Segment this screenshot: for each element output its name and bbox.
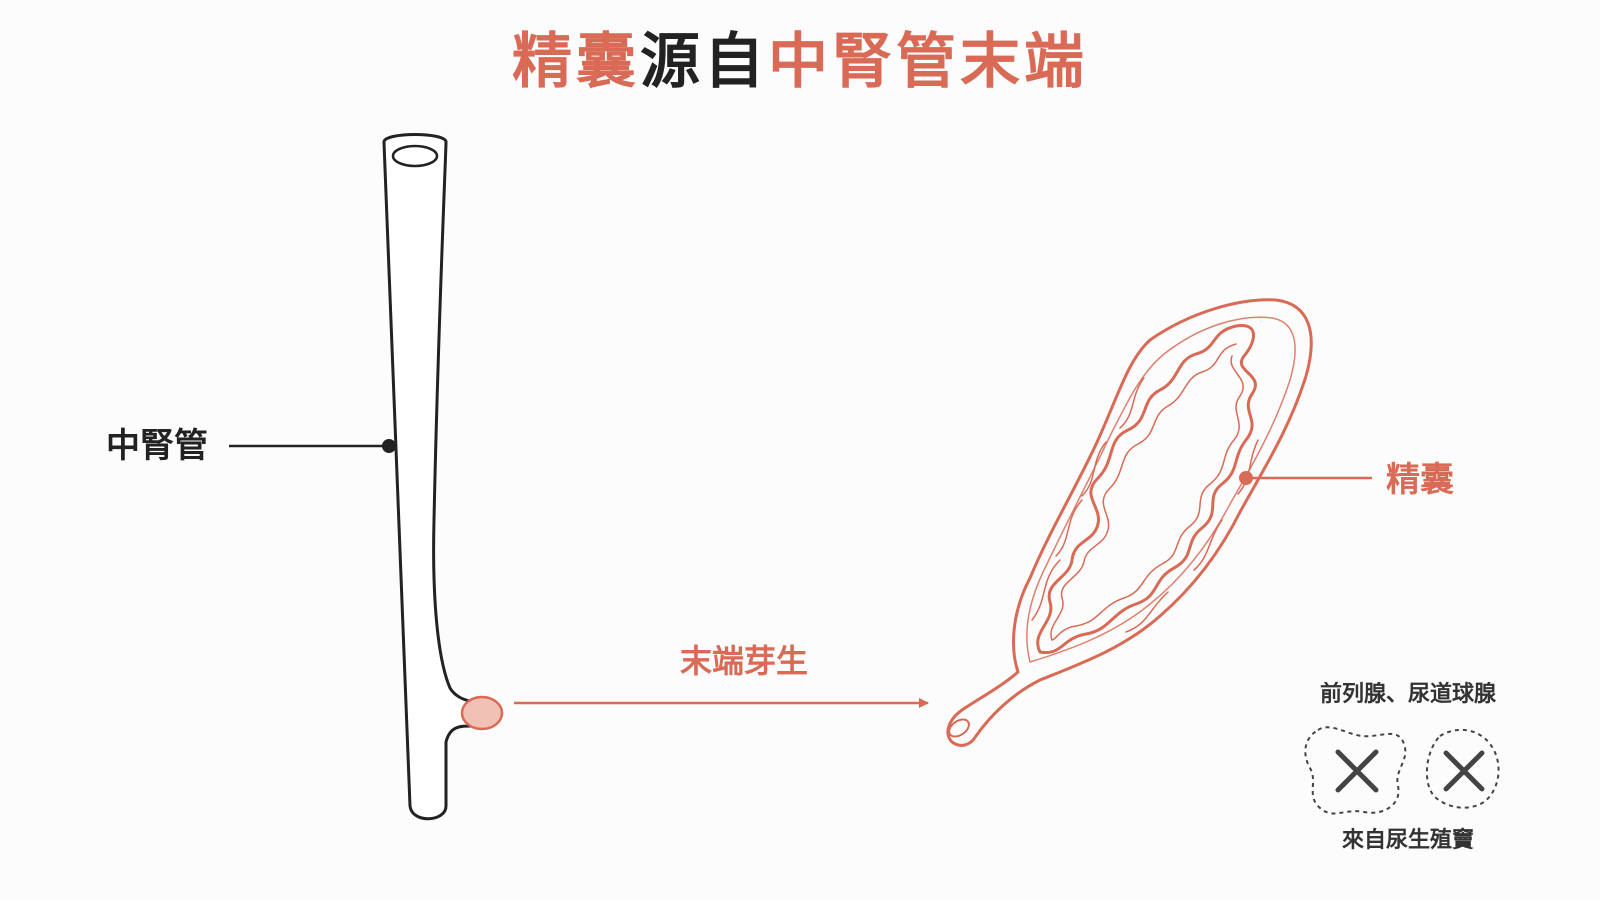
excluded-gland-2 [1425, 728, 1500, 809]
excluded-gland-1 [1304, 726, 1407, 815]
label-terminal-budding: 末端芽生 [680, 642, 809, 680]
x-mark-icon [1335, 749, 1379, 793]
mesonephric-duct-tube [382, 133, 474, 821]
x-mark-icon [1443, 750, 1485, 792]
title-part-duct-end: 中腎管末端 [768, 27, 1088, 97]
page-title: 精囊源自中腎管末端 [0, 22, 1600, 102]
title-part-seminal-vesicle: 精囊 [512, 27, 640, 97]
label-mesonephric-duct: 中腎管 [106, 426, 208, 466]
title-part-originates: 源自 [640, 27, 768, 97]
duct-pointer-dot [382, 439, 396, 453]
duct-opening [391, 144, 439, 168]
budding-bulb [460, 695, 504, 731]
label-urogenital-sinus: 來自尿生殖竇 [1342, 828, 1475, 853]
label-seminal-vesicle: 精囊 [1386, 460, 1454, 500]
label-other-glands: 前列腺、尿道球腺 [1320, 682, 1497, 707]
seminal-vesicle-shape [946, 298, 1313, 747]
